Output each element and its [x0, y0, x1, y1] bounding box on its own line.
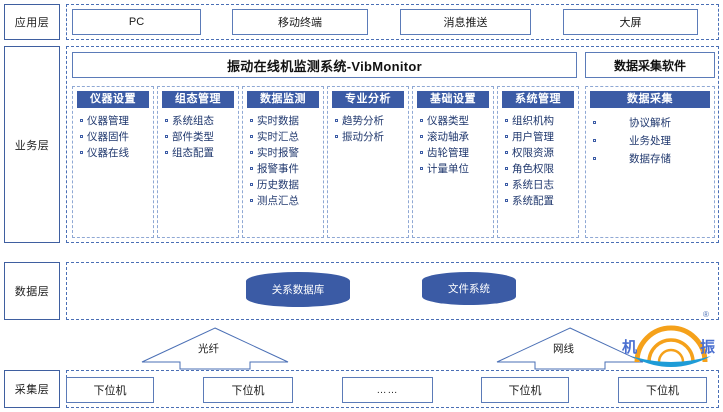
- column-item-list: 仪器类型 滚动轴承 齿轮管理 计量单位: [413, 113, 493, 177]
- column-item[interactable]: 数据存储: [586, 151, 714, 167]
- column-header: 仪器设置: [77, 91, 149, 108]
- column-item[interactable]: 计量单位: [420, 161, 493, 177]
- app-box-bigscreen[interactable]: 大屏: [563, 9, 698, 35]
- app-box-label: 大屏: [619, 17, 642, 29]
- column-item[interactable]: 组织机构: [505, 113, 578, 129]
- column-item-list: 组织机构 用户管理 权限资源 角色权限 系统日志 系统配置: [498, 113, 578, 209]
- registered-trademark-icon: ®: [703, 310, 709, 319]
- logo-char-right: 振: [700, 336, 715, 357]
- arrow-label-text: 光纤: [198, 343, 219, 355]
- column-item-list: 实时数据 实时汇总 实时报警 报警事件 历史数据 测点汇总: [243, 113, 323, 209]
- system-title-box: 振动在线机监测系统-VibMonitor: [72, 52, 577, 78]
- app-box-label: PC: [128, 16, 145, 28]
- column-item[interactable]: 报警事件: [250, 161, 323, 177]
- datastore-relational-database[interactable]: 关系数据库: [246, 272, 350, 307]
- column-item[interactable]: 振动分析: [335, 129, 408, 145]
- column-item[interactable]: 系统配置: [505, 193, 578, 209]
- app-box-mobile[interactable]: 移动终端: [232, 9, 368, 35]
- column-item[interactable]: 协议解析: [586, 115, 714, 131]
- layer-label-application: 应用层: [4, 4, 60, 40]
- collection-box-ellipsis[interactable]: ……: [342, 377, 433, 403]
- arrow-label-network-cable: 网线: [553, 341, 574, 356]
- column-item[interactable]: 仪器在线: [80, 145, 153, 161]
- column-item-list: 趋势分析 振动分析: [328, 113, 408, 145]
- logo-char-text: 振: [700, 338, 716, 356]
- arrow-label-fiber: 光纤: [198, 341, 219, 356]
- column-item[interactable]: 历史数据: [250, 177, 323, 193]
- column-item[interactable]: 系统日志: [505, 177, 578, 193]
- column-item[interactable]: 齿轮管理: [420, 145, 493, 161]
- acquisition-software-title-box: 数据采集软件: [585, 52, 715, 78]
- app-box-label: 消息推送: [443, 17, 488, 29]
- column-header: 专业分析: [332, 91, 404, 108]
- column-item-list: 仪器管理 仪器固件 仪器在线: [73, 113, 153, 161]
- column-instrument-settings: 仪器设置 仪器管理 仪器固件 仪器在线: [72, 86, 154, 238]
- column-header: 数据采集: [590, 91, 710, 108]
- layer-label-text: 应用层: [14, 17, 50, 29]
- column-basic-settings: 基础设置 仪器类型 滚动轴承 齿轮管理 计量单位: [412, 86, 494, 238]
- collection-box-3[interactable]: 下位机: [481, 377, 569, 403]
- app-box-label: 移动终端: [278, 17, 322, 29]
- layer-label-text: 业务层: [14, 139, 50, 152]
- column-item[interactable]: 实时报警: [250, 145, 323, 161]
- column-item[interactable]: 滚动轴承: [420, 129, 493, 145]
- collection-box-1[interactable]: 下位机: [66, 377, 154, 403]
- column-item[interactable]: 业务处理: [586, 133, 714, 149]
- logo-char-text: 机: [622, 338, 638, 356]
- datastore-file-system[interactable]: 文件系统: [422, 272, 516, 305]
- column-item-list: 协议解析 业务处理 数据存储: [586, 113, 714, 167]
- column-header: 系统管理: [502, 91, 574, 108]
- data-layer-container: [66, 262, 719, 320]
- column-item[interactable]: 组态配置: [165, 145, 238, 161]
- datastore-label: 文件系统: [448, 283, 490, 295]
- arrow-fiber: [141, 327, 289, 370]
- column-item[interactable]: 权限资源: [505, 145, 578, 161]
- collection-box-label: 下位机: [646, 385, 679, 397]
- column-item[interactable]: 用户管理: [505, 129, 578, 145]
- app-box-pc[interactable]: PC: [72, 9, 201, 35]
- column-system-management: 系统管理 组织机构 用户管理 权限资源 角色权限 系统日志 系统配置: [497, 86, 579, 238]
- arrow-label-text: 网线: [553, 343, 574, 355]
- column-item[interactable]: 实时数据: [250, 113, 323, 129]
- column-header: 组态管理: [162, 91, 234, 108]
- collection-box-label: 下位机: [231, 385, 265, 397]
- column-item[interactable]: 角色权限: [505, 161, 578, 177]
- collection-box-2[interactable]: 下位机: [203, 377, 293, 403]
- layer-label-text: 数据层: [14, 286, 50, 298]
- datastore-label: 关系数据库: [271, 284, 325, 296]
- column-item[interactable]: 系统组态: [165, 113, 238, 129]
- column-item[interactable]: 趋势分析: [335, 113, 408, 129]
- collection-box-label: 下位机: [508, 385, 542, 397]
- logo-char-left: 机: [622, 336, 637, 357]
- column-item[interactable]: 部件类型: [165, 129, 238, 145]
- layer-label-text: 采集层: [14, 384, 50, 396]
- column-item[interactable]: 仪器类型: [420, 113, 493, 129]
- column-item[interactable]: 仪器管理: [80, 113, 153, 129]
- column-configuration-management: 组态管理 系统组态 部件类型 组态配置: [157, 86, 239, 238]
- app-box-push[interactable]: 消息推送: [400, 9, 531, 35]
- layer-label-business: 业务层: [4, 46, 60, 243]
- collection-box-label: ……: [376, 384, 399, 396]
- column-item[interactable]: 仪器固件: [80, 129, 153, 145]
- column-professional-analysis: 专业分析 趋势分析 振动分析: [327, 86, 409, 238]
- layer-label-collection: 采集层: [4, 370, 60, 408]
- column-data-monitoring: 数据监测 实时数据 实时汇总 实时报警 报警事件 历史数据 测点汇总: [242, 86, 324, 238]
- system-title-text: 振动在线机监测系统-VibMonitor: [227, 58, 422, 74]
- column-item-list: 系统组态 部件类型 组态配置: [158, 113, 238, 161]
- acquisition-software-title-text: 数据采集软件: [613, 58, 686, 73]
- collection-box-label: 下位机: [93, 385, 127, 397]
- column-header: 基础设置: [417, 91, 489, 108]
- column-item[interactable]: 测点汇总: [250, 193, 323, 209]
- column-header: 数据监测: [247, 91, 319, 108]
- layer-label-data: 数据层: [4, 262, 60, 320]
- company-logo-icon: [631, 325, 711, 367]
- column-item[interactable]: 实时汇总: [250, 129, 323, 145]
- collection-box-4[interactable]: 下位机: [618, 377, 707, 403]
- column-data-acquisition: 数据采集 协议解析 业务处理 数据存储: [585, 86, 715, 238]
